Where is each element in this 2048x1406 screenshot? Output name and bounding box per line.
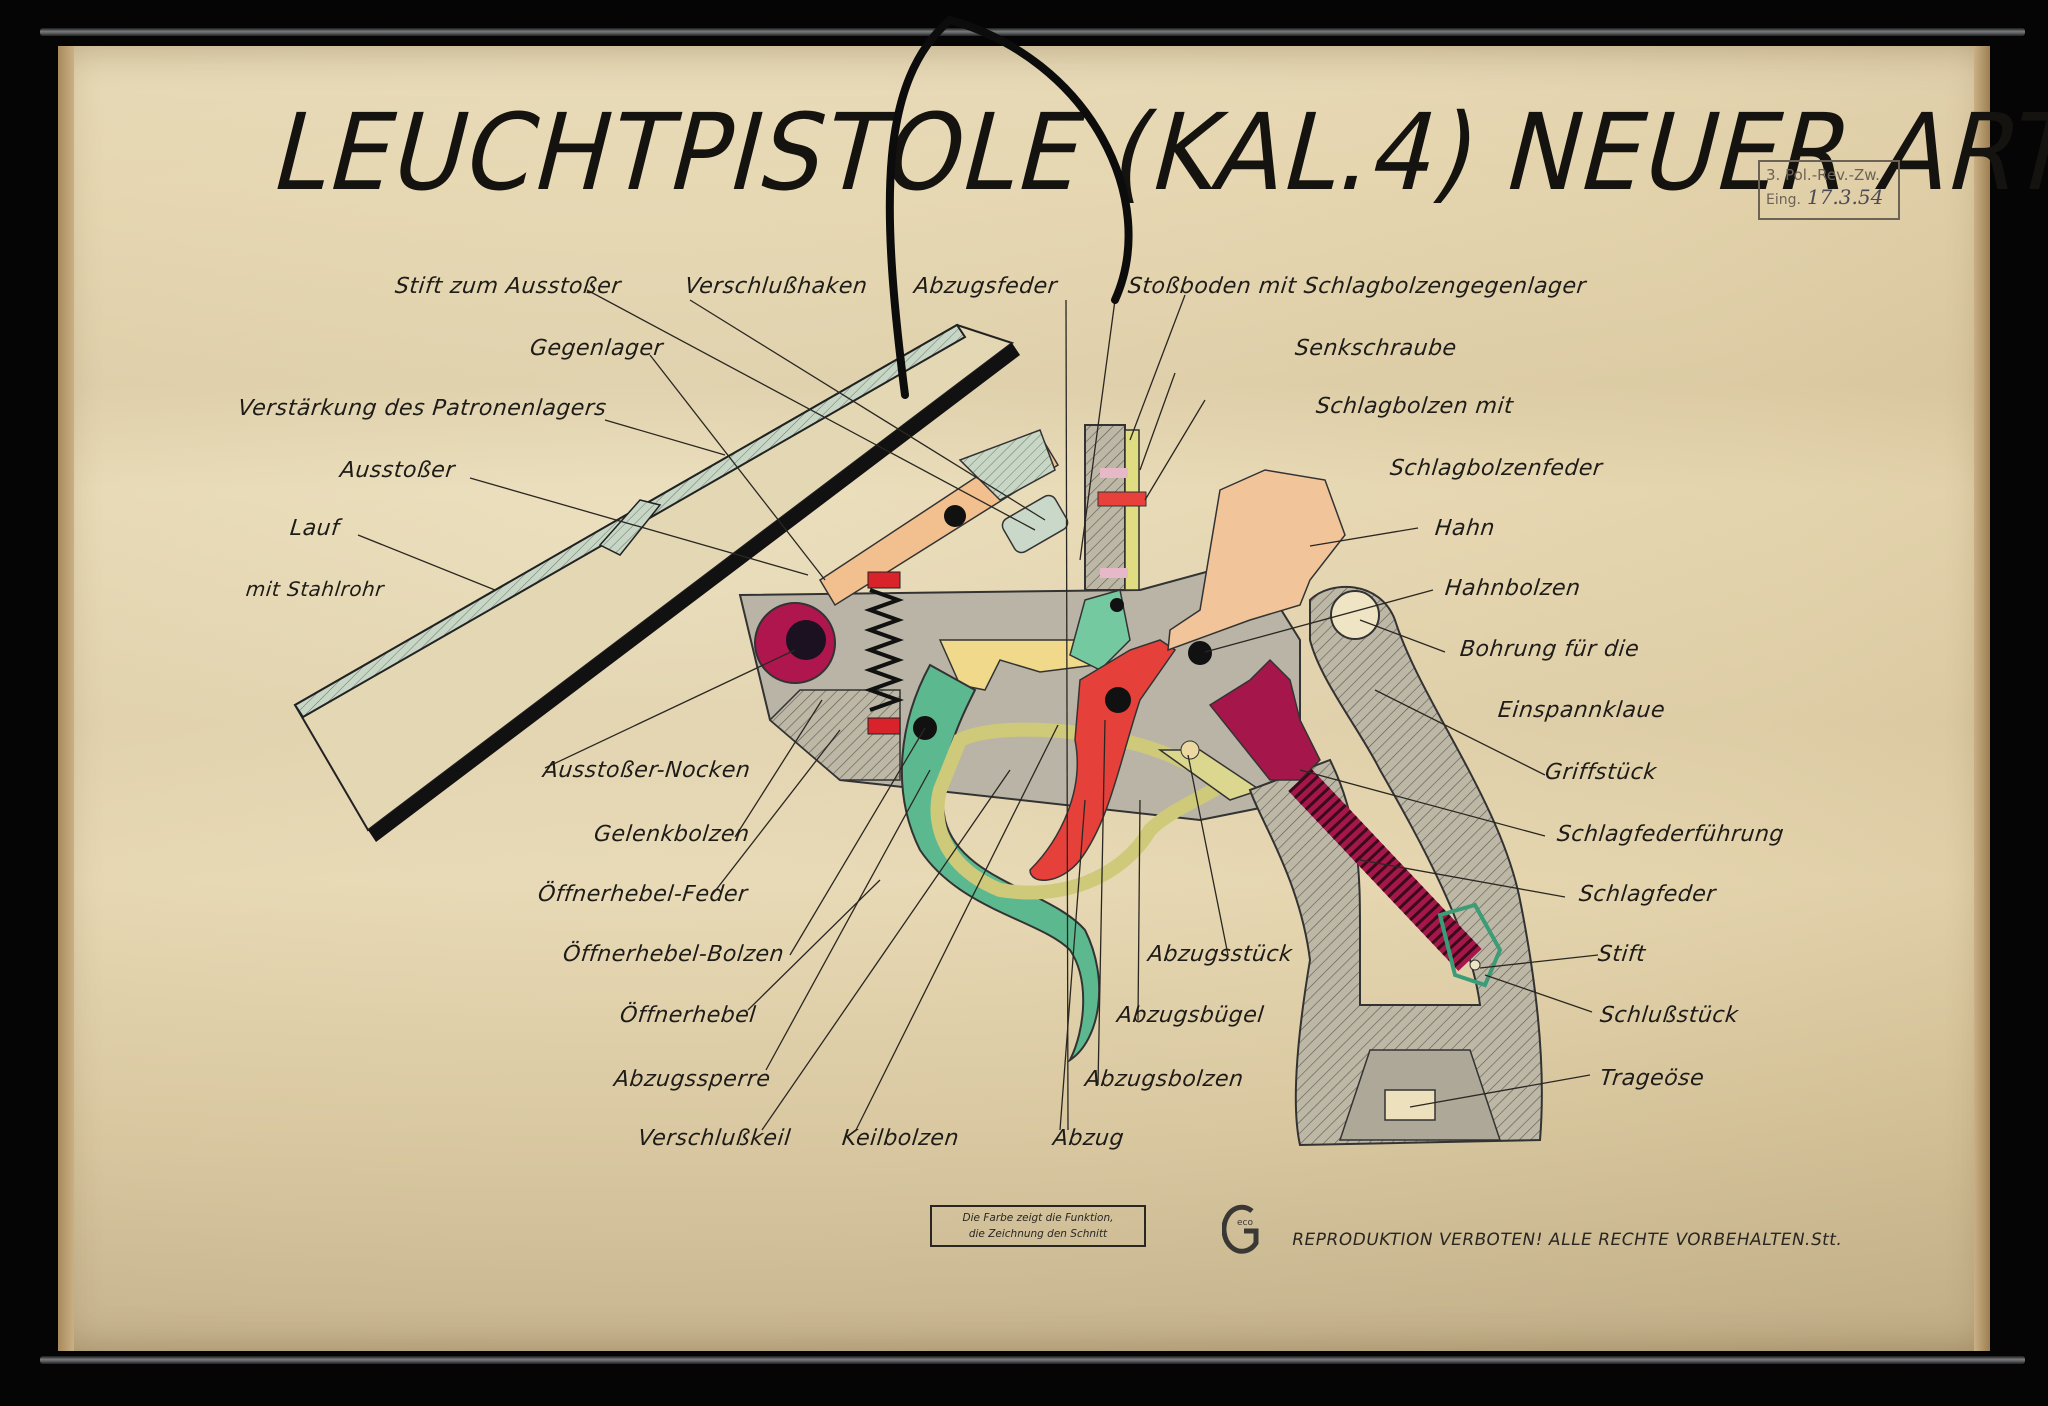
stamp-office: 3. Pol.-Rev.-Zw. [1766, 166, 1880, 184]
label-hahnbolzen: Hahnbolzen [1443, 576, 1582, 601]
label-trageoese: Trageöse [1598, 1066, 1706, 1091]
label-abzugsstueck: Abzugsstück [1146, 942, 1294, 967]
label-verschlusskeil: Verschlußkeil [636, 1126, 793, 1151]
trigger [1029, 639, 1177, 881]
label-griffstueck: Griffstück [1543, 760, 1658, 785]
coil-spring [864, 571, 904, 735]
label-mit-stahlrohr: mit Stahlrohr [244, 577, 386, 601]
label-abzugssperre: Abzugssperre [612, 1067, 772, 1092]
label-schlagfeder: Schlagfeder [1577, 882, 1718, 907]
label-stift-zum-ausstosser: Stift zum Ausstoßer [393, 274, 623, 299]
label-verstaerkung-patronenlager: Verstärkung des Patronenlagers [236, 396, 608, 421]
ejector-cam [754, 602, 836, 684]
label-abzugsbuegel: Abzugsbügel [1115, 1003, 1266, 1028]
legend-line-1: Die Farbe zeigt die Funktion, [962, 1212, 1114, 1224]
label-lauf: Lauf [288, 516, 341, 541]
geco-logo-icon: eco [1222, 1204, 1259, 1254]
label-gelenkbolzen: Gelenkbolzen [592, 822, 751, 847]
logo-text: eco [1237, 1218, 1253, 1228]
label-schlagfederfuehrung: Schlagfederführung [1555, 822, 1786, 847]
receipt-stamp: 3. Pol.-Rev.-Zw. Eing. 17.3.54 [1758, 160, 1900, 220]
poster-right-edge-tape [1974, 46, 1990, 1351]
poster-left-edge-tape [58, 46, 74, 1351]
label-schlagbolzenfeder: Schlagbolzenfeder [1388, 456, 1604, 481]
label-oeffnerhebel: Öffnerhebel [618, 1003, 758, 1028]
label-ausstosser-nocken: Ausstoßer-Nocken [541, 758, 752, 783]
label-bohrung-fuer-die: Bohrung für die [1458, 637, 1641, 662]
mainspring-assembly [1208, 658, 1503, 988]
copyright-notice: REPRODUKTION VERBOTEN! ALLE RECHTE VORBE… [1290, 1230, 1845, 1250]
label-oeffnerhebel-feder: Öffnerhebel-Feder [536, 882, 749, 907]
hanging-cord [885, 16, 1133, 399]
label-oeffnerhebel-bolzen: Öffnerhebel-Bolzen [561, 942, 786, 967]
label-schlussstueck: Schlußstück [1598, 1003, 1740, 1028]
leader-lines [357, 289, 1599, 1131]
label-senkschraube: Senkschraube [1293, 336, 1458, 361]
label-stossboden: Stoßboden mit Schlagbolzengegenlager [1126, 274, 1588, 299]
label-hahn: Hahn [1433, 516, 1497, 541]
barrel [293, 323, 1020, 842]
label-abzugsfeder: Abzugsfeder [912, 274, 1059, 299]
stamp-received-label: Eing. [1766, 192, 1801, 208]
label-stift: Stift [1596, 942, 1647, 967]
label-verschlusshaken: Verschlußhaken [683, 274, 869, 299]
breech-face [1084, 424, 1147, 591]
label-gegenlager: Gegenlager [528, 336, 665, 361]
legend-line-2: die Zeichnung den Schnitt [968, 1228, 1108, 1240]
label-abzugsbolzen: Abzugsbolzen [1083, 1067, 1245, 1092]
label-abzug: Abzug [1051, 1126, 1126, 1151]
label-schlagbolzen-mit: Schlagbolzen mit [1314, 394, 1515, 419]
hammer [1167, 469, 1346, 665]
label-einspannklaue: Einspannklaue [1496, 698, 1667, 723]
label-keilbolzen: Keilbolzen [840, 1126, 961, 1151]
label-ausstosser: Ausstoßer [338, 458, 457, 483]
grip-frame [1248, 585, 1543, 1147]
bottom-hanging-rod [40, 1356, 2025, 1364]
stamp-handwritten-date: 17.3.54 [1806, 185, 1884, 209]
top-hanging-rod [40, 28, 2025, 36]
color-legend-box: Die Farbe zeigt die Funktion, die Zeichn… [930, 1205, 1146, 1247]
